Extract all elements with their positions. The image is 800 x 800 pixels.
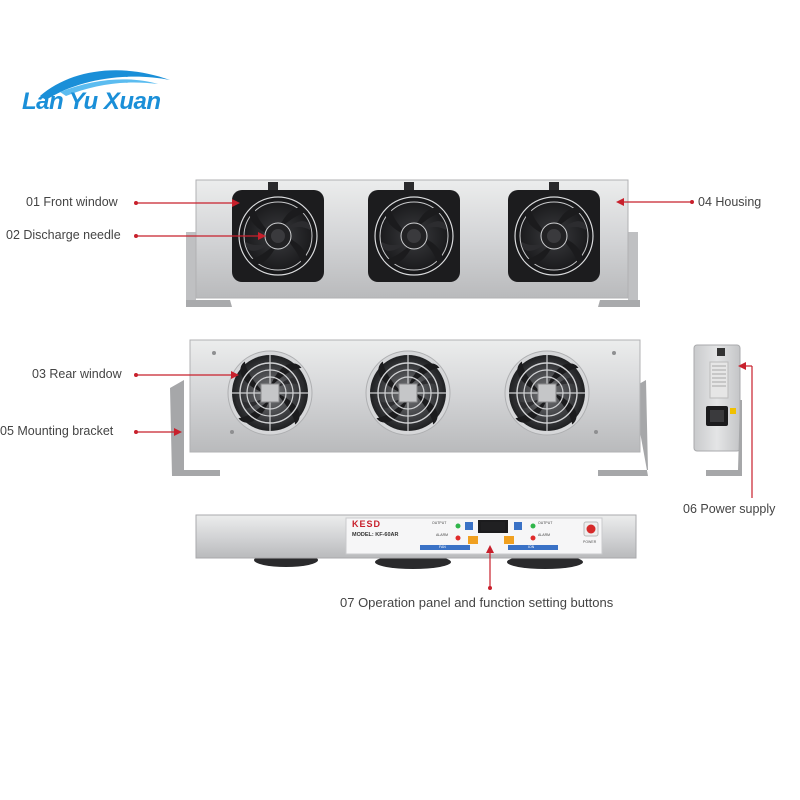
callout-front-window: 01 Front window bbox=[26, 195, 118, 209]
panel-fan-label: FAN bbox=[439, 545, 446, 549]
callout-power-supply: 06 Power supply bbox=[683, 502, 776, 516]
panel-model: MODEL: KF-60AR bbox=[352, 532, 399, 538]
panel-output-right: OUTPUT bbox=[538, 521, 553, 525]
front-unit bbox=[186, 179, 640, 307]
callout-operation-panel: 07 Operation panel and function setting … bbox=[340, 595, 614, 610]
callout-discharge-needle: 02 Discharge needle bbox=[6, 228, 121, 242]
panel-alarm-right: ALARM bbox=[538, 533, 551, 537]
panel-alarm-left: ALARM bbox=[436, 533, 449, 537]
panel-power-label: POWER bbox=[583, 540, 597, 544]
side-unit bbox=[693, 344, 742, 476]
callout-mounting-bracket: 05 Mounting bracket bbox=[0, 424, 114, 438]
panel-output-left: OUTPUT bbox=[432, 521, 447, 525]
callout-lines bbox=[134, 198, 753, 590]
panel-brand: KESD bbox=[352, 519, 382, 529]
logo-swoosh bbox=[40, 70, 170, 100]
panel-unit bbox=[195, 514, 637, 569]
callout-housing: 04 Housing bbox=[698, 195, 762, 209]
rear-unit bbox=[170, 339, 648, 476]
callout-rear-window: 03 Rear window bbox=[32, 367, 122, 381]
panel-ion-label: ION bbox=[528, 545, 535, 549]
logo-text: Lan Yu Xuan bbox=[22, 88, 161, 115]
